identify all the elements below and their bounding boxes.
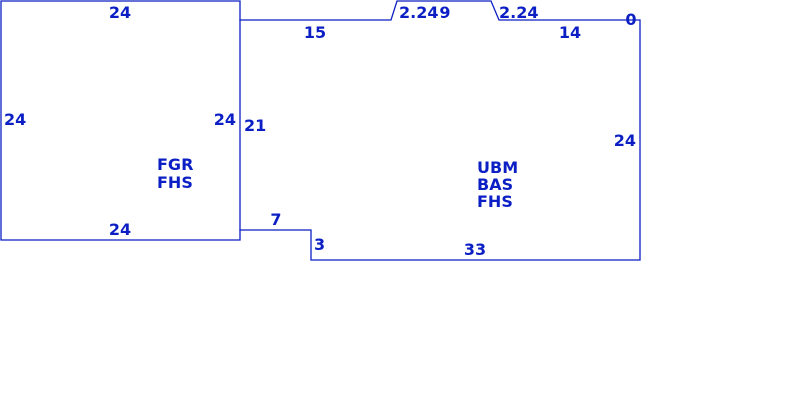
main-section-outline xyxy=(239,0,641,261)
dim-left-top: 24 xyxy=(109,3,131,22)
area-label-main-line2: BAS xyxy=(477,175,513,194)
dim-main-top-center: 9 xyxy=(439,3,450,22)
dim-step-vertical: 3 xyxy=(314,235,325,254)
area-label-main-line3: FHS xyxy=(477,192,513,211)
left-section-outline xyxy=(0,0,241,241)
dim-main-top-left: 15 xyxy=(304,23,326,42)
area-label-left-line1: FGR xyxy=(157,155,193,174)
dim-main-left: 21 xyxy=(244,116,266,135)
dim-main-top-right: 14 xyxy=(559,23,581,42)
dim-main-top-angle-left: 2.24 xyxy=(399,3,438,22)
dim-left-left: 24 xyxy=(4,110,26,129)
dim-main-bottom: 33 xyxy=(464,240,486,259)
dim-main-top-angle-right: 2.24 xyxy=(499,3,538,22)
area-label-main-line1: UBM xyxy=(477,158,518,177)
dim-left-right: 24 xyxy=(214,110,236,129)
dim-step-horizontal: 7 xyxy=(270,210,281,229)
dim-left-bottom: 24 xyxy=(109,220,131,239)
dim-main-right: 24 xyxy=(614,131,636,150)
area-label-left-line2: FHS xyxy=(157,173,193,192)
dim-main-top-corner: 0 xyxy=(625,10,636,29)
